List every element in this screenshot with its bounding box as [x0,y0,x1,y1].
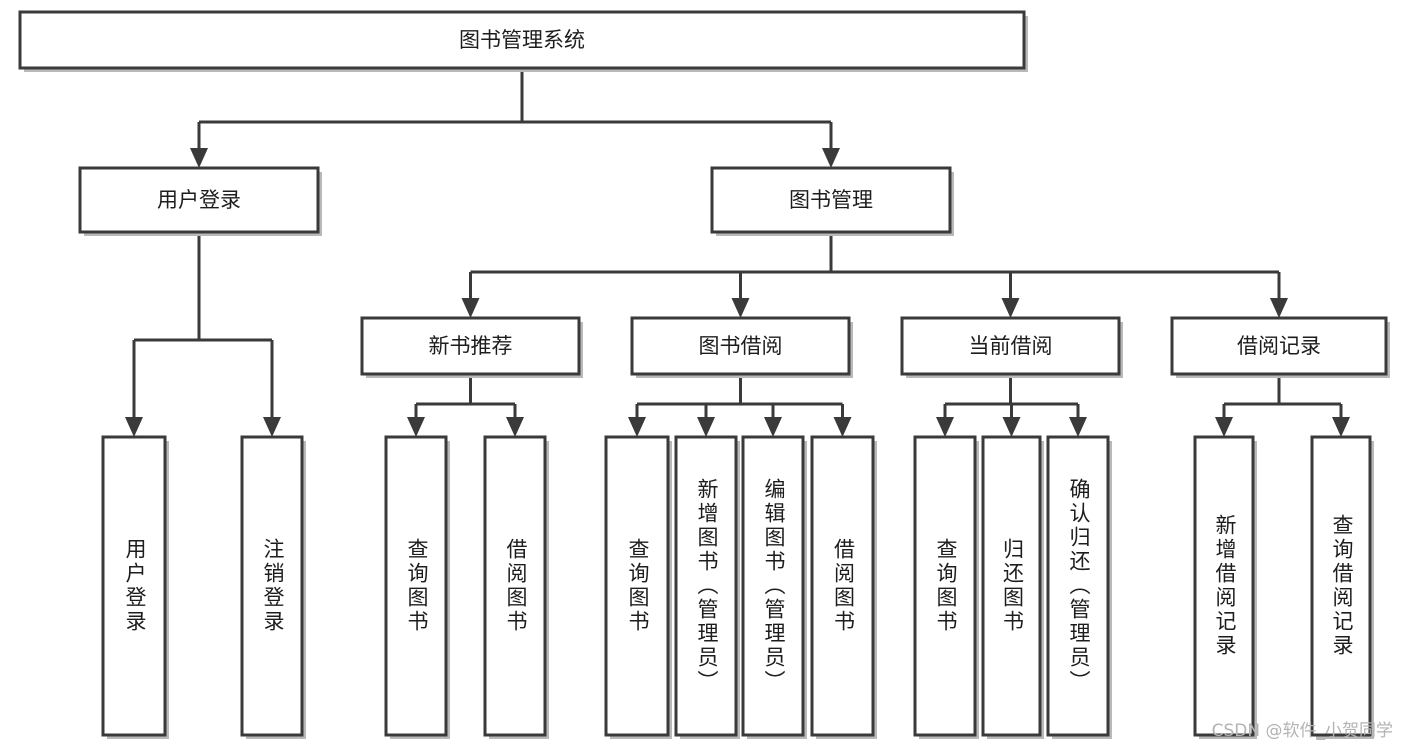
arrow-head-icon [1270,298,1288,318]
node-label: 图书管理 [789,188,873,212]
edges-layer [125,68,1350,437]
node-box[interactable] [913,435,977,737]
node-user-login[interactable]: 用户登录 [78,166,322,236]
node-box[interactable] [604,435,670,737]
arrow-head-icon [407,417,425,437]
node-label: 查询图书 [934,538,958,634]
node-leaf-query-book-rec[interactable]: 查询图书 [384,435,450,739]
arrow-head-icon [506,417,524,437]
node-label: 借阅图书 [504,538,528,634]
node-new-book-rec[interactable]: 新书推荐 [360,316,583,378]
node-label: 借阅记录 [1237,334,1321,358]
node-leaf-borrow-book-rec[interactable]: 借阅图书 [483,435,549,739]
arrow-head-icon [1001,298,1020,318]
node-leaf-edit-book[interactable]: 编辑图书（管理员） [741,435,807,739]
node-label: 图书管理系统 [459,28,585,52]
node-label: 注销登录 [261,538,285,634]
node-box[interactable] [240,435,304,737]
node-box[interactable] [630,316,851,376]
node-root[interactable]: 图书管理系统 [18,10,1028,72]
watermark-label: CSDN @软件_小贺同学 [1211,721,1393,741]
node-label: 借阅图书 [832,538,856,634]
arrow-head-icon [764,417,782,437]
node-box[interactable] [101,435,167,737]
node-leaf-query-record[interactable]: 查询借阅记录 [1310,435,1374,739]
arrow-head-icon [190,148,208,168]
node-leaf-return-book[interactable]: 归还图书 [981,435,1044,739]
node-book-borrow[interactable]: 图书借阅 [630,316,853,378]
arrow-head-icon [833,417,852,437]
arrow-head-icon [822,148,840,168]
node-label: 用户登录 [123,538,147,634]
node-box[interactable] [1193,435,1255,737]
node-box[interactable] [1170,316,1388,376]
node-label: 新增图书（管理员） [695,478,719,694]
node-box[interactable] [900,316,1121,376]
node-box[interactable] [483,435,547,737]
node-box[interactable] [1310,435,1372,737]
arrow-head-icon [1002,417,1021,437]
node-current-borrow[interactable]: 当前借阅 [900,316,1123,378]
node-leaf-user-logout[interactable]: 注销登录 [240,435,306,739]
nodes-layer: 图书管理系统用户登录图书管理新书推荐图书借阅当前借阅借阅记录用户登录注销登录查询… [18,10,1390,739]
node-label: 查询图书 [405,538,429,634]
node-leaf-confirm-return[interactable]: 确认归还（管理员） [1046,435,1112,739]
node-label: 查询借阅记录 [1330,514,1354,658]
node-leaf-query-book-borrow[interactable]: 查询图书 [604,435,672,739]
arrow-head-icon [1332,417,1350,437]
node-leaf-add-record[interactable]: 新增借阅记录 [1193,435,1257,739]
node-label: 图书借阅 [699,334,783,358]
arrow-head-icon [1069,417,1087,437]
node-label: 用户登录 [157,188,241,212]
node-leaf-borrow-book[interactable]: 借阅图书 [810,435,877,739]
node-box[interactable] [741,435,805,737]
node-box[interactable] [384,435,448,737]
node-leaf-user-login[interactable]: 用户登录 [101,435,169,739]
node-box[interactable] [360,316,581,376]
arrow-head-icon [697,417,715,437]
node-box[interactable] [981,435,1042,737]
node-box[interactable] [710,166,952,234]
node-box[interactable] [18,10,1026,70]
node-box[interactable] [78,166,320,234]
arrow-head-icon [731,298,750,318]
arrow-head-icon [628,417,646,437]
arrow-head-icon [263,417,281,437]
node-label: 新增借阅记录 [1213,514,1237,658]
node-book-manage[interactable]: 图书管理 [710,166,954,236]
node-label: 确认归还（管理员） [1067,478,1091,694]
arrow-head-icon [125,417,143,437]
node-borrow-record[interactable]: 借阅记录 [1170,316,1390,378]
node-label: 新书推荐 [429,334,513,358]
node-box[interactable] [810,435,875,737]
node-leaf-query-book-current[interactable]: 查询图书 [913,435,979,739]
node-label: 归还图书 [1001,538,1025,634]
node-label: 查询图书 [626,538,650,634]
node-box[interactable] [1046,435,1110,737]
node-box[interactable] [674,435,738,737]
arrow-head-icon [936,417,954,437]
node-leaf-add-book[interactable]: 新增图书（管理员） [674,435,740,739]
node-label: 当前借阅 [969,334,1053,358]
arrow-head-icon [461,298,480,318]
arrow-head-icon [1215,417,1233,437]
node-label: 编辑图书（管理员） [762,478,786,694]
